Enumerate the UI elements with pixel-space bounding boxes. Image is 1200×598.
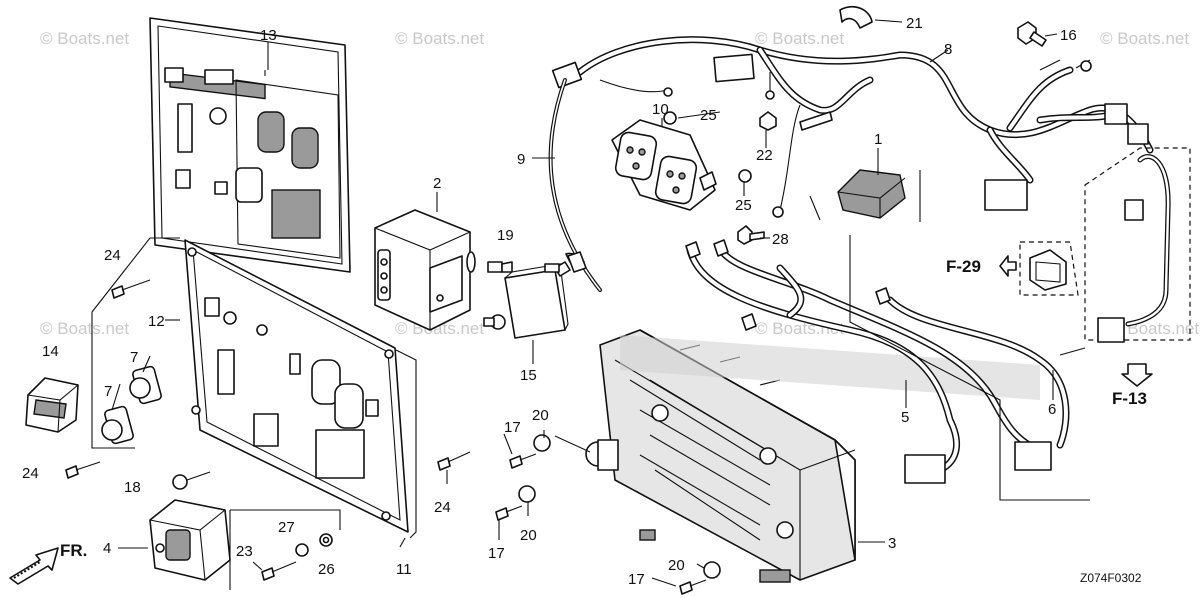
f29-reference-box: [1019, 241, 1079, 296]
callout-11[interactable]: 11: [396, 561, 412, 578]
fastener-set: [65, 279, 721, 595]
callout-2[interactable]: 2: [433, 175, 441, 192]
callout-6[interactable]: 6: [1048, 401, 1056, 418]
callout-23[interactable]: 23: [236, 543, 253, 560]
callout-18[interactable]: 18: [124, 479, 141, 496]
ground-wire: [548, 78, 602, 292]
callout-26[interactable]: 26: [318, 561, 335, 578]
wire-clamp: [839, 6, 873, 29]
bolt: [1017, 21, 1047, 47]
callout-7b[interactable]: 7: [104, 383, 112, 400]
inverter-unit: [585, 329, 856, 583]
callout-22[interactable]: 22: [756, 147, 773, 164]
nut: [663, 111, 752, 183]
callout-17a[interactable]: 17: [504, 419, 521, 436]
switch: [25, 377, 79, 433]
watermark-text: © Boats.net: [395, 29, 484, 48]
watermark-layer: © Boats.net © Boats.net © Boats.net © Bo…: [40, 29, 1199, 338]
screw: [487, 261, 513, 273]
callout-1[interactable]: 1: [874, 131, 882, 148]
callout-17b[interactable]: 17: [488, 545, 505, 562]
callout-14[interactable]: 14: [42, 343, 59, 360]
receptacle-outlet: [611, 119, 717, 211]
callout-25a[interactable]: 25: [700, 107, 717, 124]
callout-8[interactable]: 8: [944, 41, 952, 58]
callout-21[interactable]: 21: [906, 15, 923, 32]
callout-27[interactable]: 27: [278, 519, 295, 536]
bolt: [759, 111, 777, 131]
callout-10[interactable]: 10: [652, 101, 669, 118]
callout-9[interactable]: 9: [517, 151, 525, 168]
front-direction-label: FR.: [60, 541, 87, 560]
control-panel-decal: [149, 17, 351, 273]
cover: [149, 499, 231, 581]
bolt: [737, 225, 765, 245]
fuse-holder: [101, 365, 162, 445]
callout-20c[interactable]: 20: [668, 557, 685, 574]
receptacle-box: [374, 209, 476, 331]
watermark-text: © Boats.net: [1100, 29, 1189, 48]
f13-reference-box: [1084, 147, 1191, 343]
f13-reference[interactable]: F-13: [1112, 363, 1153, 408]
f13-reference-label: F-13: [1112, 389, 1147, 408]
callout-5[interactable]: 5: [901, 409, 909, 426]
callout-24b[interactable]: 24: [22, 465, 39, 482]
watermark-text: © Boats.net: [40, 29, 129, 48]
callout-20a[interactable]: 20: [532, 407, 549, 424]
callout-24a[interactable]: 24: [104, 247, 121, 264]
wire-harness: [551, 36, 1154, 218]
callout-19[interactable]: 19: [497, 227, 514, 244]
callout-16[interactable]: 16: [1060, 27, 1077, 44]
callout-7a[interactable]: 7: [130, 349, 138, 366]
f29-reference[interactable]: F-29: [946, 255, 1017, 277]
front-direction-arrow: FR.: [9, 541, 87, 585]
fuse-holder: [837, 169, 906, 219]
callout-28[interactable]: 28: [772, 231, 789, 248]
callout-13[interactable]: 13: [260, 27, 277, 44]
leader-lines: [111, 19, 1090, 590]
callout-20b[interactable]: 20: [520, 527, 537, 544]
watermark-text: © Boats.net: [40, 319, 129, 338]
circuit-breaker: [483, 252, 585, 339]
leader-line: [91, 237, 180, 449]
watermark-text: © Boats.net: [755, 29, 844, 48]
f29-reference-label: F-29: [946, 257, 981, 276]
callout-4[interactable]: 4: [103, 540, 111, 557]
diagram-code: Z074F0302: [1080, 571, 1142, 585]
callout-15[interactable]: 15: [520, 367, 537, 384]
callout-3[interactable]: 3: [888, 535, 896, 552]
callout-12[interactable]: 12: [148, 313, 165, 330]
callout-25b[interactable]: 25: [735, 197, 752, 214]
leader-line: [395, 349, 417, 539]
control-panel-plate: [184, 239, 409, 533]
callout-labels: 1 2 3 4 5 6 7 7 8 9 10 11 12 13 14 15 16…: [22, 15, 1077, 588]
callout-24c[interactable]: 24: [434, 499, 451, 516]
callout-17c[interactable]: 17: [628, 571, 645, 588]
